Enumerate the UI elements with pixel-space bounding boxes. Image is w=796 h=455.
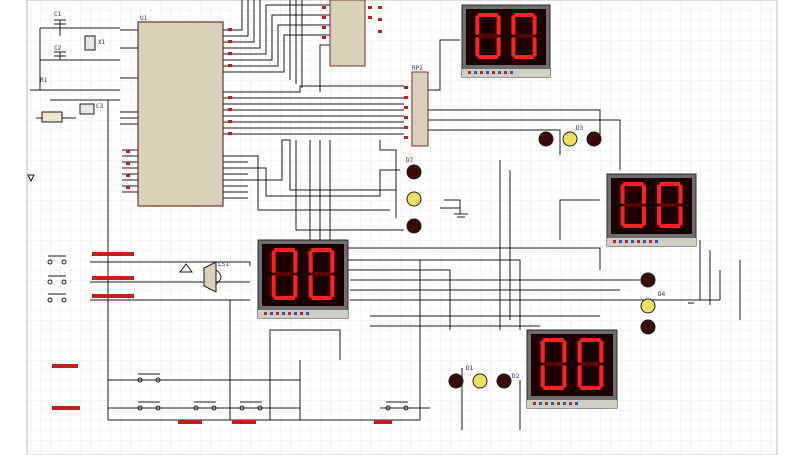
segment-a bbox=[659, 182, 681, 187]
led-d3-label: D3 bbox=[576, 125, 584, 132]
segment-e bbox=[540, 365, 545, 388]
connector-rp2[interactable]: RP2 bbox=[411, 65, 429, 147]
led-d7-label: D7 bbox=[406, 157, 414, 164]
segment-f bbox=[475, 15, 480, 35]
led-cluster-right[interactable]: D4 bbox=[640, 272, 666, 335]
cap-c3-label: C3 bbox=[96, 103, 104, 110]
segment-b bbox=[641, 184, 647, 204]
segment-c bbox=[532, 37, 537, 57]
segment-d bbox=[622, 223, 644, 228]
segment-a bbox=[513, 13, 535, 18]
segment-b bbox=[562, 340, 567, 363]
segment-b bbox=[532, 15, 537, 35]
segment-b bbox=[599, 340, 604, 363]
segment-g bbox=[659, 202, 681, 208]
driver-pin-markers bbox=[322, 6, 382, 39]
crystal-label: X1 bbox=[98, 39, 106, 46]
segment-e bbox=[620, 206, 625, 226]
segment-f bbox=[656, 184, 662, 204]
segment-c bbox=[293, 275, 298, 298]
mcu-ref-label: U1 bbox=[140, 15, 148, 22]
button-group-bottom[interactable] bbox=[137, 373, 409, 411]
led-cluster-center[interactable]: D7 bbox=[406, 157, 422, 234]
segment-c bbox=[678, 206, 683, 226]
seven-segment-display-top[interactable] bbox=[461, 4, 551, 78]
ground-arrow-icon bbox=[27, 174, 35, 183]
segment-c bbox=[330, 275, 335, 298]
segment-d bbox=[477, 54, 499, 59]
segment-e bbox=[511, 37, 516, 57]
buzzer-label: LS1 bbox=[218, 261, 229, 268]
segment-e bbox=[271, 275, 276, 298]
button-group-left[interactable] bbox=[47, 255, 67, 303]
segment-f bbox=[308, 250, 313, 273]
seven-segment-display-right[interactable] bbox=[606, 173, 697, 247]
segment-e bbox=[656, 206, 662, 226]
segment-d bbox=[274, 295, 295, 300]
led-cluster-bottom[interactable]: D1 D2 bbox=[448, 365, 520, 389]
segment-d bbox=[513, 54, 535, 59]
crystal-circuit bbox=[30, 19, 120, 420]
cap-c2-label: C2 bbox=[54, 45, 62, 52]
segment-c bbox=[641, 206, 647, 226]
led-d4-label: D4 bbox=[658, 291, 666, 298]
segment-e bbox=[475, 37, 480, 57]
segment-b bbox=[330, 250, 335, 273]
segment-f bbox=[271, 250, 276, 273]
buzzer[interactable]: LS1 bbox=[203, 261, 229, 293]
segment-d bbox=[543, 385, 564, 390]
segment-g bbox=[477, 33, 499, 39]
mcu-pin-markers bbox=[126, 28, 232, 189]
segment-d bbox=[659, 223, 681, 228]
driver-chip-top[interactable] bbox=[329, 0, 366, 67]
segment-c bbox=[562, 365, 567, 388]
cap-c1-label: C1 bbox=[54, 11, 62, 18]
segment-g bbox=[513, 33, 535, 39]
resistor-label: R1 bbox=[40, 77, 48, 84]
segment-a bbox=[580, 338, 601, 343]
segment-a bbox=[477, 13, 499, 18]
sheet-border bbox=[26, 0, 778, 455]
segment-b bbox=[293, 250, 298, 273]
segment-b bbox=[678, 184, 683, 204]
segment-f bbox=[620, 184, 625, 204]
connector-pin-markers bbox=[404, 86, 408, 139]
segment-g bbox=[580, 361, 601, 367]
bus-wires bbox=[90, 0, 741, 430]
segment-a bbox=[622, 182, 644, 187]
led-d2-label: D2 bbox=[512, 373, 520, 380]
mcu-right-pins bbox=[223, 29, 248, 199]
segment-g bbox=[622, 202, 644, 208]
segment-d bbox=[311, 295, 332, 300]
microcontroller-chip[interactable]: U1 bbox=[137, 15, 224, 207]
segment-a bbox=[274, 248, 295, 253]
segment-f bbox=[511, 15, 516, 35]
segment-c bbox=[599, 365, 604, 388]
segment-a bbox=[543, 338, 564, 343]
button-red-text-marks bbox=[52, 252, 392, 424]
segment-d bbox=[580, 385, 601, 390]
led-cluster-upper-right[interactable]: D3 bbox=[538, 125, 602, 147]
segment-a bbox=[311, 248, 332, 253]
seven-segment-display-bottom[interactable] bbox=[526, 329, 618, 409]
segment-e bbox=[577, 365, 582, 388]
segment-g bbox=[311, 271, 332, 277]
led-d1-label: D1 bbox=[466, 365, 474, 372]
segment-e bbox=[308, 275, 313, 298]
segment-b bbox=[496, 15, 501, 35]
segment-c bbox=[496, 37, 501, 57]
segment-g bbox=[274, 271, 295, 277]
segment-f bbox=[540, 340, 545, 363]
connector-ref-label: RP2 bbox=[412, 65, 423, 72]
power-arrow-icon bbox=[179, 263, 193, 273]
seven-segment-display-center[interactable] bbox=[257, 239, 349, 319]
segment-g bbox=[543, 361, 564, 367]
segment-f bbox=[577, 340, 582, 363]
